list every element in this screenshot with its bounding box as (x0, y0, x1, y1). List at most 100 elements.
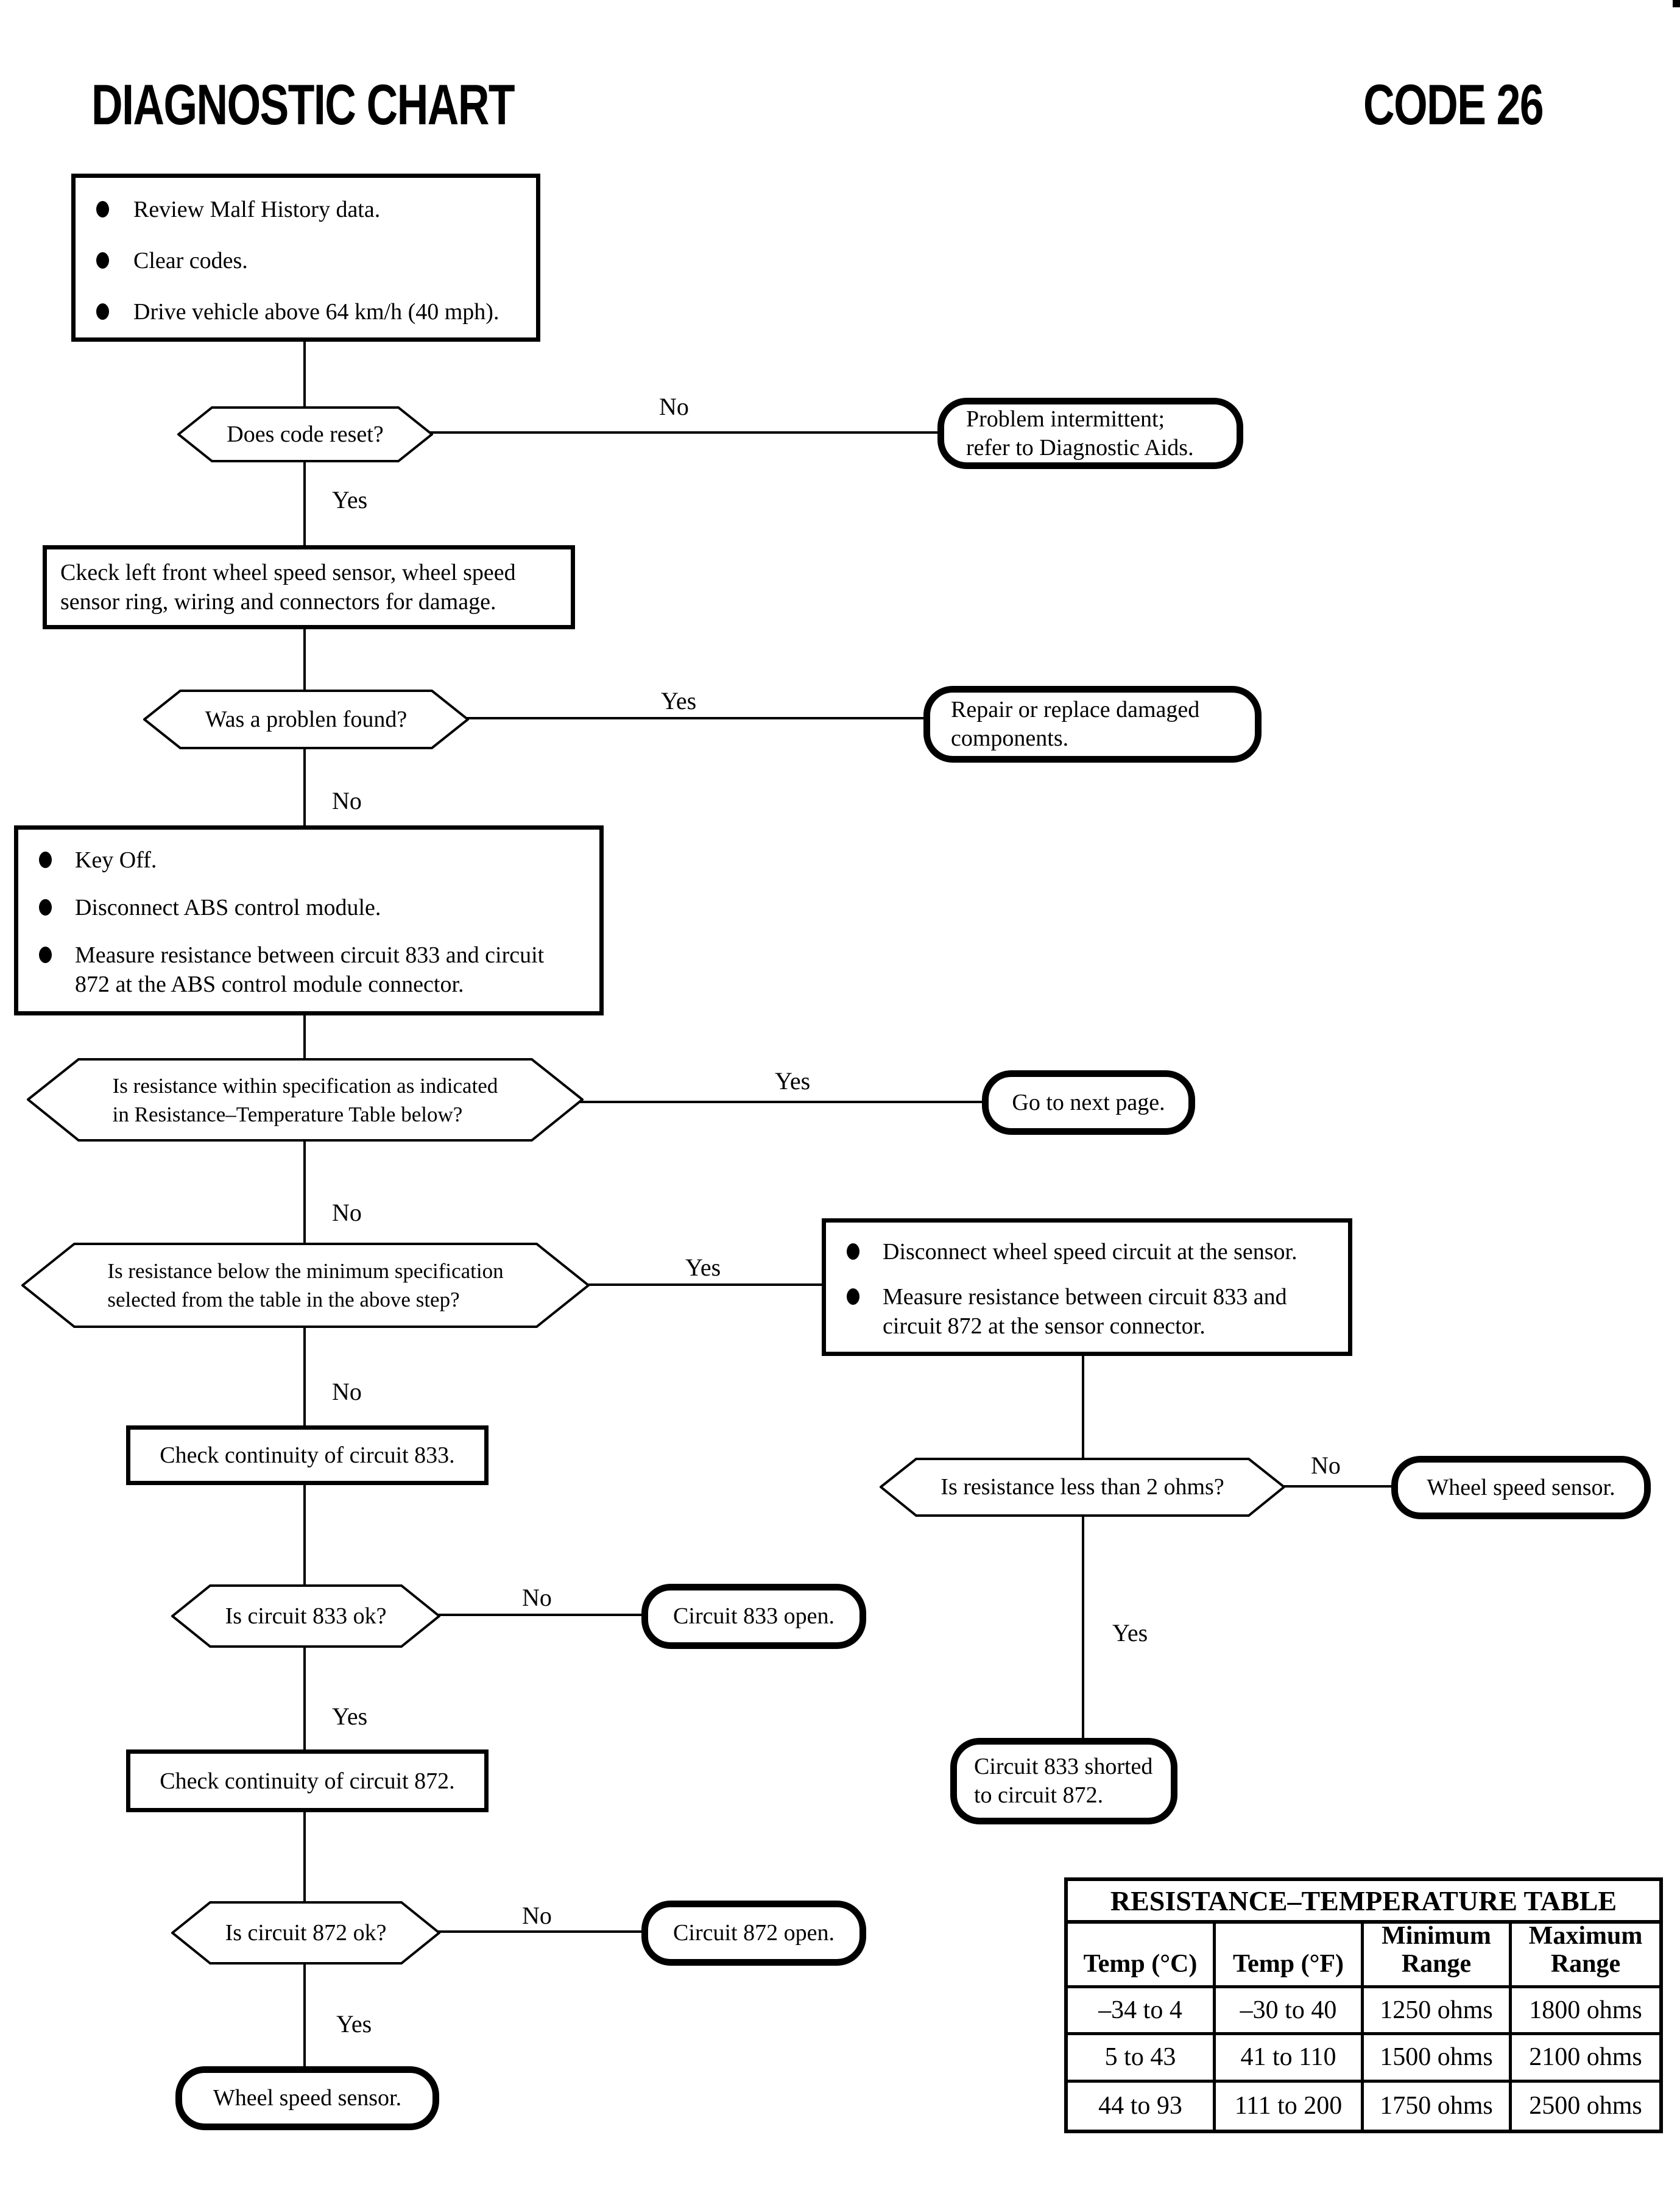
terminal-go-to-next-page: Go to next page. (982, 1070, 1195, 1135)
decision-does-code-reset: Does code reset? (177, 406, 433, 462)
decision-question: Is circuit 872 ok? (225, 1919, 387, 1946)
bullet-icon (39, 899, 52, 916)
connector-line (303, 1140, 306, 1244)
connector-line (465, 717, 926, 719)
decision-resistance-within-spec: Is resistance within specification as in… (27, 1058, 584, 1142)
process-text: Check continuity of circuit 872. (160, 1768, 455, 1794)
connector-line (303, 460, 306, 546)
connector-line (303, 1483, 306, 1586)
table-cell: 2500 ohms (1529, 2092, 1642, 2120)
terminal-repair-replace: Repair or replace damaged components. (923, 686, 1262, 763)
table-cell: 1500 ohms (1364, 2035, 1512, 2083)
connector-line (1082, 1515, 1084, 1739)
decision-was-problem-found: Was a problen found? (143, 690, 469, 749)
instruction-text: Drive vehicle above 64 km/h (40 mph). (133, 299, 499, 325)
connector-line (585, 1283, 825, 1286)
edge-label-yes: Yes (336, 2010, 372, 2038)
column-header: Maximum Range (1512, 1922, 1659, 1988)
connector-line (303, 1646, 306, 1751)
instruction-text: Disconnect wheel speed circuit at the se… (883, 1239, 1297, 1265)
process-start-instructions: Review Malf History data. Clear codes. D… (71, 174, 540, 342)
bullet-icon (96, 252, 109, 269)
edge-label-yes: Yes (661, 687, 697, 715)
terminal-circuit-833-shorted: Circuit 833 shorted to circuit 872. (950, 1738, 1177, 1824)
decision-question: Is resistance below the minimum specific… (107, 1259, 504, 1312)
column-header: Temp (°F) (1216, 1924, 1364, 1988)
decision-question: Does code reset? (227, 421, 384, 447)
table-cell: 111 to 200 (1216, 2082, 1364, 2130)
table-grid: Temp (°C) Temp (°F) Minimum Range Maximu… (1068, 1922, 1659, 2130)
bullet-icon (96, 303, 109, 320)
table-cell: 5 to 43 (1068, 2035, 1216, 2083)
terminal-wheel-speed-sensor-right: Wheel speed sensor. (1391, 1456, 1651, 1519)
connector-line (303, 627, 306, 691)
connector-line (303, 339, 306, 407)
connector-line (303, 747, 306, 827)
resistance-temperature-table: RESISTANCE–TEMPERATURE TABLE Temp (°C) T… (1064, 1877, 1663, 2133)
terminal-problem-intermittent: Problem intermittent; refer to Diagnosti… (937, 398, 1243, 469)
column-header: Minimum Range (1364, 1922, 1512, 1988)
connector-line (437, 1930, 644, 1933)
hexagon-shape (177, 406, 433, 462)
bullet-icon (847, 1243, 859, 1260)
instruction-text: Review Malf History data. (133, 197, 381, 222)
connector-line (303, 1014, 306, 1059)
process-disconnect-sensor: Disconnect wheel speed circuit at the se… (822, 1218, 1352, 1356)
edge-label-yes: Yes (1112, 1619, 1148, 1647)
table-cell: 41 to 110 (1216, 2035, 1364, 2083)
instruction-text: Disconnect ABS control module. (75, 895, 381, 920)
bullet-icon (39, 947, 52, 963)
column-header: Temp (°C) (1068, 1924, 1216, 1988)
process-key-off: Key Off. Disconnect ABS control module. … (14, 825, 604, 1015)
hexagon-shape (171, 1901, 440, 1965)
hexagon-shape (171, 1584, 440, 1648)
instruction-text: Key Off. (75, 847, 157, 873)
process-check-circuit-872: Check continuity of circuit 872. (126, 1749, 489, 1812)
edge-label-yes: Yes (685, 1254, 721, 1281)
table-cell: –30 to 40 (1216, 1988, 1364, 2036)
process-check-circuit-833: Check continuity of circuit 833. (126, 1425, 489, 1485)
terminal-circuit-833-open: Circuit 833 open. (641, 1584, 866, 1649)
table-cell: 1750 ohms (1364, 2082, 1512, 2130)
table-cell: –34 to 4 (1068, 1988, 1216, 2036)
bullet-icon (96, 201, 109, 217)
edge-label-no: No (332, 1199, 362, 1226)
connector-line (437, 1614, 644, 1616)
hexagon-shape (21, 1243, 590, 1328)
terminal-circuit-872-open: Circuit 872 open. (641, 1901, 866, 1966)
process-check-sensor: Ckeck left front wheel speed sensor, whe… (43, 545, 575, 629)
table-cell: 44 to 93 (1068, 2082, 1216, 2130)
edge-label-no: No (1311, 1452, 1341, 1479)
table-cell: 1800 ohms (1512, 1988, 1659, 2036)
connector-line (429, 431, 941, 434)
table-title: RESISTANCE–TEMPERATURE TABLE (1068, 1881, 1659, 1924)
instruction-text: Measure resistance between circuit 833 a… (883, 1284, 1287, 1339)
hexagon-shape (27, 1058, 584, 1142)
terminal-wheel-speed-sensor-bottom: Wheel speed sensor. (175, 2066, 439, 2130)
process-text: Ckeck left front wheel speed sensor, whe… (60, 560, 516, 615)
instruction-text: Clear codes. (133, 248, 248, 274)
decision-question: Is resistance within specification as in… (112, 1073, 498, 1126)
edge-label-no: No (332, 787, 362, 814)
decision-is-circuit-872-ok: Is circuit 872 ok? (171, 1901, 440, 1965)
connector-line (1282, 1485, 1394, 1488)
decision-resistance-below-minimum: Is resistance below the minimum specific… (21, 1243, 590, 1328)
edge-label-no: No (659, 393, 689, 420)
decision-question: Is resistance less than 2 ohms? (941, 1474, 1224, 1500)
connector-line (579, 1101, 986, 1103)
connector-line (303, 1963, 306, 2067)
edge-label-yes: Yes (332, 486, 368, 514)
instruction-text: Measure resistance between circuit 833 a… (75, 942, 545, 997)
hexagon-shape (143, 690, 469, 749)
table-cell: 1250 ohms (1364, 1988, 1512, 2036)
bullet-icon (39, 852, 52, 868)
process-text: Check continuity of circuit 833. (160, 1442, 455, 1468)
connector-line (303, 1810, 306, 1902)
edge-label-no: No (522, 1584, 552, 1611)
page-title: DIAGNOSTIC CHART (91, 72, 515, 136)
hexagon-shape (880, 1458, 1285, 1517)
bullet-icon (847, 1288, 859, 1305)
decision-is-circuit-833-ok: Is circuit 833 ok? (171, 1584, 440, 1648)
decision-question: Is circuit 833 ok? (225, 1603, 387, 1629)
